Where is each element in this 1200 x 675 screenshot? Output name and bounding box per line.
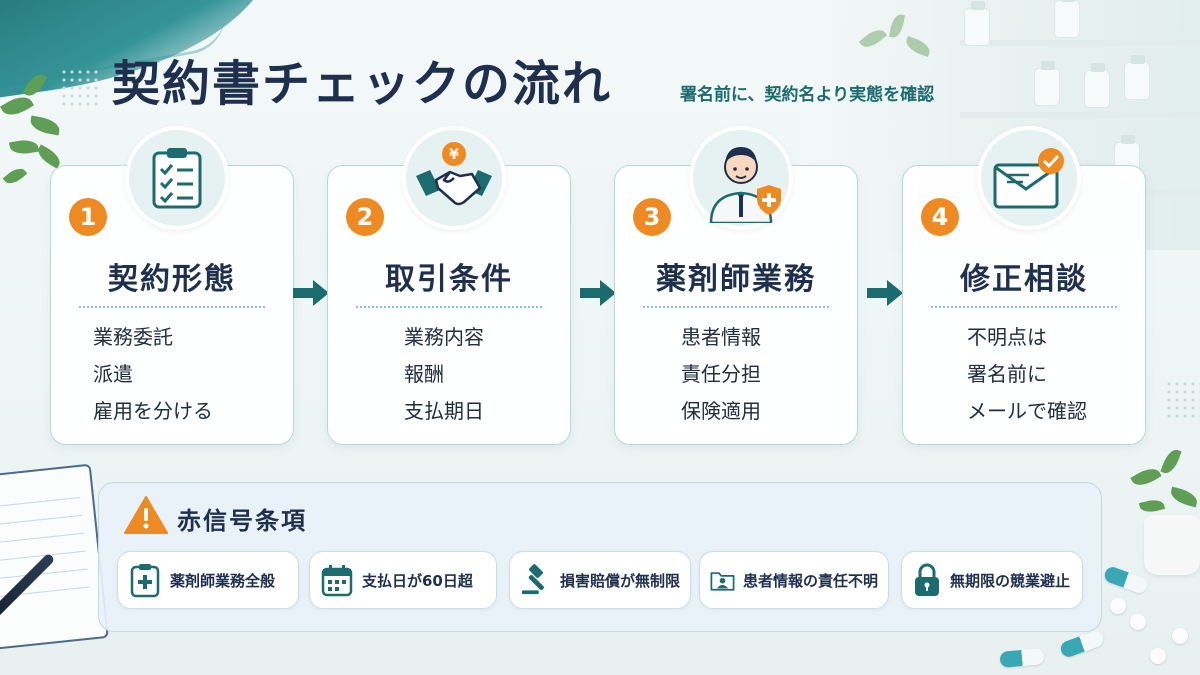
step-card-2: ¥ 2 取引条件 業務内容 報酬 支払期日 bbox=[327, 126, 571, 445]
step-item: 業務委託 bbox=[93, 325, 173, 349]
red-flag-item[interactable]: 無期限の競業避止 bbox=[901, 551, 1083, 609]
capsule-decoration bbox=[999, 648, 1045, 668]
dotted-divider bbox=[356, 306, 542, 308]
red-flag-item[interactable]: 損害賠償が無制限 bbox=[509, 551, 691, 609]
dotted-divider bbox=[931, 306, 1117, 308]
step-item: 雇用を分ける bbox=[93, 399, 213, 423]
clipboard-checklist-icon bbox=[125, 126, 229, 230]
capsule-decoration bbox=[1102, 564, 1150, 596]
step-items: 患者情報 責任分担 保険適用 bbox=[681, 322, 761, 433]
step-item: 保険適用 bbox=[681, 399, 761, 423]
tablet-decoration bbox=[1172, 628, 1188, 644]
dotted-divider bbox=[643, 306, 829, 308]
step-heading: 取引条件 bbox=[385, 262, 513, 297]
step-card-1: 1 契約形態 業務委託 派遣 雇用を分ける bbox=[50, 126, 294, 445]
step-item: 支払期日 bbox=[404, 399, 484, 423]
clipboard-plus-icon bbox=[130, 564, 160, 598]
step-heading: 契約形態 bbox=[108, 262, 236, 297]
red-flag-item[interactable]: 患者情報の責任不明 bbox=[699, 551, 889, 609]
red-flag-title: 赤信号条項 bbox=[177, 507, 307, 535]
red-flag-label: 支払日が60日超 bbox=[362, 571, 473, 590]
step-item: 報酬 bbox=[404, 362, 444, 386]
step-heading: 薬剤師業務 bbox=[656, 262, 816, 297]
pharmacist-shield-icon bbox=[689, 126, 793, 230]
red-flag-label: 患者情報の責任不明 bbox=[742, 571, 878, 590]
red-flag-label: 損害賠償が無制限 bbox=[559, 571, 680, 590]
envelope-check-icon bbox=[977, 126, 1081, 230]
step-item: メールで確認 bbox=[967, 399, 1087, 423]
calendar-icon bbox=[321, 565, 353, 597]
red-flag-panel: 赤信号条項 薬剤師業務全般 支払日が60日超 損害賠償が無制限 bbox=[98, 482, 1102, 632]
step-card-4: 4 修正相談 不明点は 署名前に メールで確認 bbox=[902, 126, 1146, 445]
handshake-yen-icon: ¥ bbox=[402, 126, 506, 230]
arrow-right-icon bbox=[293, 280, 329, 306]
step-item: 業務内容 bbox=[404, 325, 484, 349]
lock-icon bbox=[915, 563, 939, 596]
step-heading: 修正相談 bbox=[960, 262, 1088, 297]
page-title: 契約書チェックの流れ bbox=[112, 56, 613, 112]
red-flag-item[interactable]: 薬剤師業務全般 bbox=[117, 551, 299, 609]
dot-pattern bbox=[60, 68, 100, 108]
tablet-decoration bbox=[1130, 614, 1146, 630]
step-items: 業務委託 派遣 雇用を分ける bbox=[93, 322, 213, 433]
step-items: 不明点は 署名前に メールで確認 bbox=[967, 322, 1087, 433]
red-flag-label: 無期限の競業避止 bbox=[950, 571, 1071, 590]
svg-text:¥: ¥ bbox=[449, 147, 459, 163]
gavel-icon bbox=[521, 564, 544, 595]
tablet-decoration bbox=[1150, 648, 1166, 664]
step-number: 4 bbox=[921, 198, 959, 236]
step-number: 1 bbox=[69, 198, 107, 236]
red-flag-item[interactable]: 支払日が60日超 bbox=[309, 551, 497, 609]
notebook-decoration bbox=[0, 463, 109, 652]
step-number: 3 bbox=[633, 198, 671, 236]
warning-icon bbox=[124, 496, 168, 534]
step-number: 2 bbox=[346, 198, 384, 236]
dot-pattern bbox=[1165, 380, 1200, 420]
step-card-3: 3 薬剤師業務 患者情報 責任分担 保険適用 bbox=[614, 126, 858, 445]
step-items: 業務内容 報酬 支払期日 bbox=[404, 322, 484, 433]
tablet-decoration bbox=[1110, 598, 1126, 614]
step-item: 不明点は bbox=[967, 325, 1047, 349]
step-item: 署名前に bbox=[967, 362, 1047, 386]
page-subtitle: 署名前に、契約名より実態を確認 bbox=[680, 85, 935, 105]
red-flag-label: 薬剤師業務全般 bbox=[170, 571, 276, 590]
step-item: 患者情報 bbox=[681, 325, 761, 349]
arrow-right-icon bbox=[867, 280, 903, 306]
arrow-right-icon bbox=[580, 280, 616, 306]
dotted-divider bbox=[79, 306, 265, 308]
patient-folder-icon bbox=[710, 572, 735, 591]
step-item: 派遣 bbox=[93, 362, 133, 386]
step-item: 責任分担 bbox=[681, 362, 761, 386]
capsule-decoration bbox=[1058, 628, 1106, 660]
